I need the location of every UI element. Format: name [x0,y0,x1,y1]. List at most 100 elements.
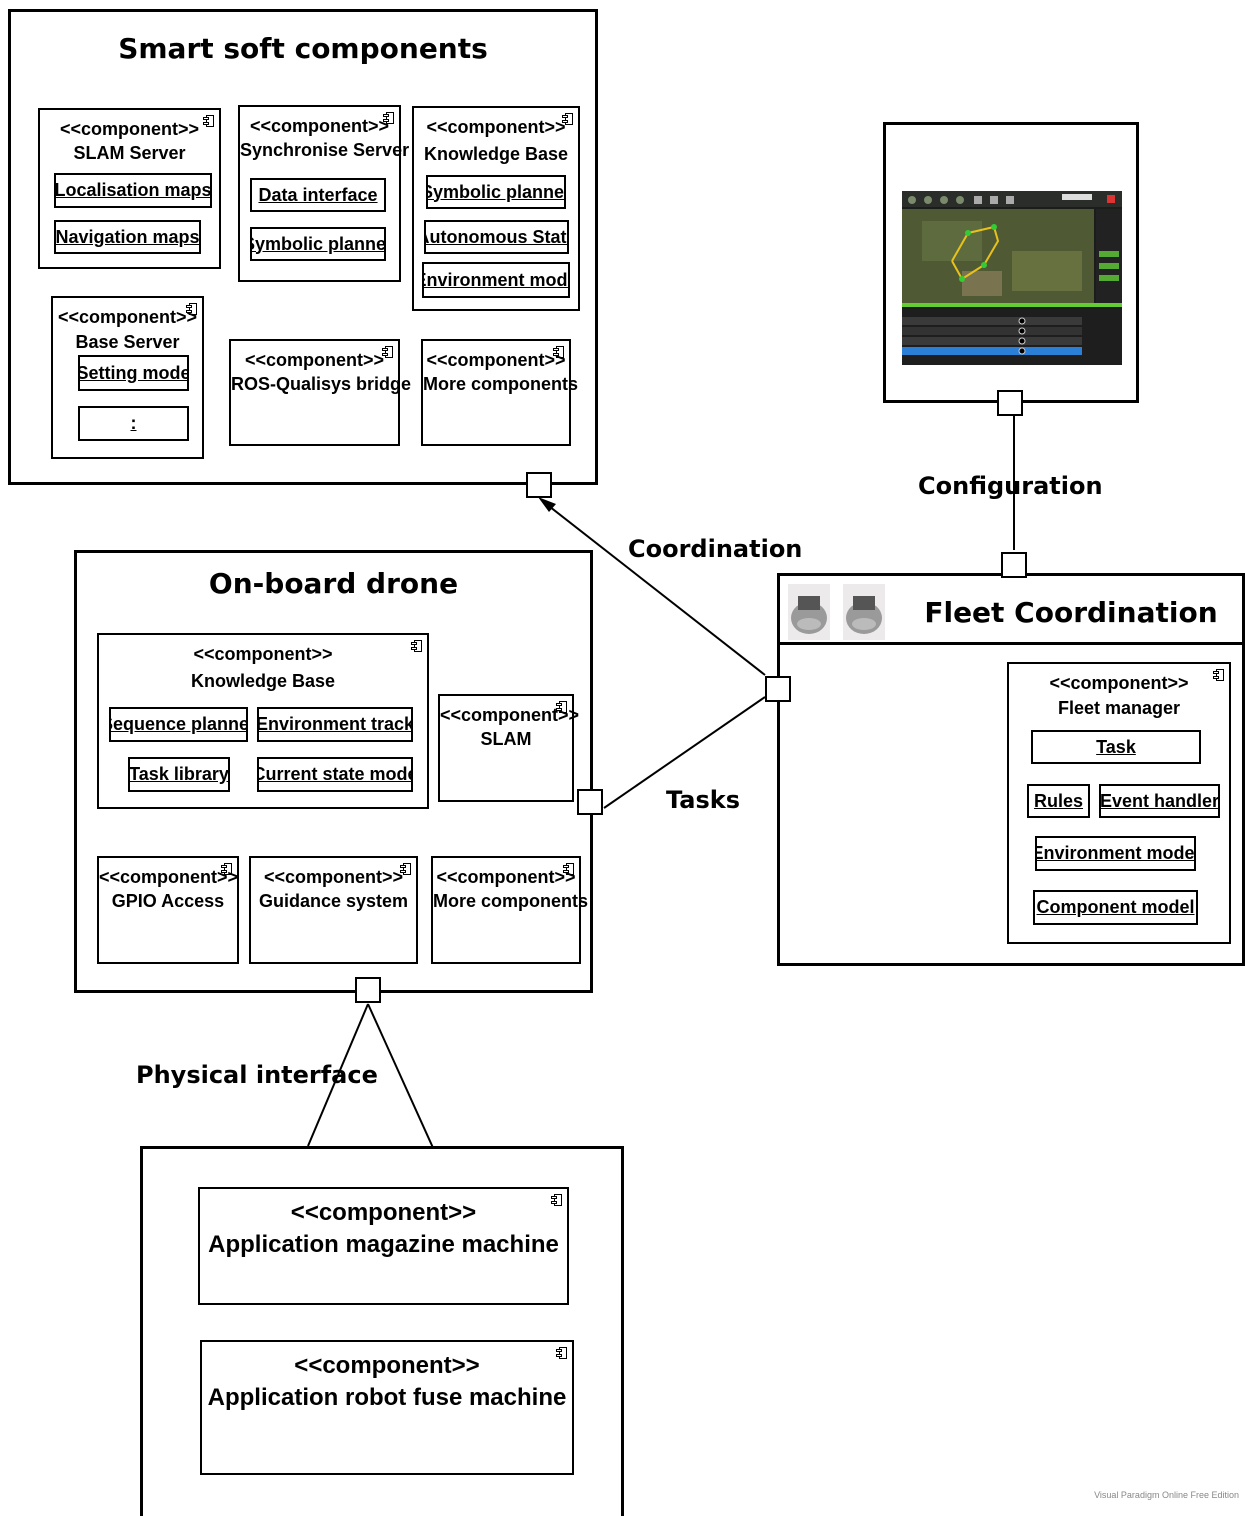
configuration-top-port[interactable] [997,390,1023,416]
component-name: More components [433,891,589,911]
component-icon [556,1347,567,1359]
fleet-configuration-port[interactable] [1001,552,1027,578]
symbolic-planner-part[interactable]: Symbolic planner [250,227,386,261]
localisation-maps-part[interactable]: Localisation maps [54,173,212,208]
component-stereotype: <<component>> [436,867,576,887]
smart-soft-port[interactable] [526,472,552,498]
physical-line-right [367,1003,435,1151]
component-icon [551,1194,562,1206]
fleet-coordination-package: Fleet Coordination <<component>> Fleet m… [777,573,1245,966]
component-name: GPIO Access [111,891,225,911]
tasks-label: Tasks [666,786,741,814]
tasks-line [603,696,766,809]
component-name: More components [423,374,579,394]
component-icon [382,346,393,358]
component-icon [400,863,411,875]
onboard-slam-component[interactable]: <<component>> SLAM [438,694,580,802]
watermark: Visual Paradigm Online Free Edition [1094,1490,1239,1500]
sequence-planner-part[interactable]: Sequence planner [109,707,248,742]
coordination-line [544,502,766,676]
component-name: Application magazine machine [208,1231,559,1258]
component-icon [563,863,574,875]
coordination-label: Coordination [628,535,803,563]
component-icon [203,115,214,127]
ground-station-map [902,191,1122,365]
onboard-tasks-port[interactable] [577,789,603,815]
component-stereotype: <<component>> [426,350,566,370]
component-icon [221,863,232,875]
environment-mode-part[interactable]: Environment mode [422,262,570,298]
component-name: Guidance system [258,891,409,911]
onboard-drone-package: On-board drone <<component>> Knowledge B… [74,550,593,993]
component-icon [556,701,567,713]
onboard-drone-title: On-board drone [208,567,459,600]
current-state-mode-part[interactable]: Current state mode [257,757,413,792]
component-stereotype: <<component>> [290,1199,477,1226]
slam-server-component[interactable]: <<component>> SLAM Server Localisation m… [38,108,221,269]
component-name: Knowledge Base [190,671,336,691]
environment-model-part[interactable]: Environment model [1035,836,1196,871]
onboard-knowledge-base-component[interactable]: <<component>> Knowledge Base Sequence pl… [97,633,429,809]
component-stereotype: <<component>> [57,307,198,327]
component-icon [186,303,197,315]
coordination-arrowhead [538,497,556,512]
rules-part[interactable]: Rules [1027,784,1090,818]
component-icon [1213,669,1224,681]
component-icon [553,346,564,358]
robot-icon [843,584,885,640]
more-parts-placeholder[interactable]: : [78,406,189,441]
component-icon [383,112,394,124]
more-components-component[interactable]: <<component>> More components [421,339,579,446]
application-robot-fuse-machine-component[interactable]: <<component>> Application robot fuse mac… [200,1340,574,1475]
smart-soft-title: Smart soft components [118,32,488,65]
component-name: Synchronise Server [240,140,410,160]
component-stereotype: <<component>> [244,350,385,370]
onboard-physical-port[interactable] [355,977,381,1003]
fleet-coordination-port[interactable] [765,676,791,702]
guidance-system-component[interactable]: <<component>> Guidance system [249,856,418,964]
symbolic-planner-part[interactable]: Symbolic planner [426,175,566,209]
physical-line-left [307,1003,369,1147]
component-stereotype: <<component>> [1049,673,1189,693]
component-name: SLAM Server [73,143,186,163]
component-stereotype: <<component>> [193,644,333,664]
application-magazine-machine-component[interactable]: <<component>> Application magazine machi… [198,1187,569,1305]
component-name: Base Server [75,332,180,352]
task-library-part[interactable]: Task library [128,757,230,792]
robot-icon [788,584,830,640]
component-icon [411,640,422,652]
component-stereotype: <<component>> [426,117,566,137]
onboard-more-components-component[interactable]: <<component>> More components [431,856,589,964]
component-stereotype: <<component>> [249,116,390,136]
configuration-label: Configuration [918,472,1103,500]
autonomous-state-part[interactable]: Autonomous State [424,220,569,254]
fleet-header-divider [780,642,1242,645]
applications-package: <<component>> Application magazine machi… [140,1146,624,1516]
component-stereotype: <<component>> [294,1352,480,1379]
component-icon [562,113,573,125]
component-stereotype: <<component>> [263,867,404,887]
ros-qualisys-bridge-component[interactable]: <<component>> ROS-Qualisys bridge [229,339,411,446]
component-name: SLAM [480,729,532,749]
fleet-manager-component[interactable]: <<component>> Fleet manager Task Rules E… [1007,662,1231,944]
data-interface-part[interactable]: Data interface [250,178,386,212]
synchronise-server-component[interactable]: <<component>> Synchronise Server Data in… [238,105,410,282]
setting-mode-part[interactable]: Setting mode [78,355,189,391]
base-server-component[interactable]: <<component>> Base Server Setting mode : [51,296,204,459]
physical-interface-label: Physical interface [136,1061,378,1089]
knowledge-base-component[interactable]: <<component>> Knowledge Base Symbolic pl… [412,106,580,311]
navigation-maps-part[interactable]: Navigation maps [54,220,201,254]
component-stereotype: <<component>> [99,867,239,887]
fleet-coordination-title: Fleet Coordination [924,596,1218,629]
ground-station-screenshot [902,191,1122,365]
task-part[interactable]: Task [1031,730,1201,764]
component-stereotype: <<component>> [59,119,200,139]
environment-track-part[interactable]: Environment track [257,707,413,742]
component-name: Application robot fuse machine [207,1384,567,1411]
component-model-part[interactable]: Component model [1033,890,1198,925]
event-handler-part[interactable]: Event handler [1099,784,1220,818]
component-stereotype: <<component>> [440,705,580,725]
gpio-access-component[interactable]: <<component>> GPIO Access [97,856,239,964]
smart-soft-components-package: Smart soft components <<component>> SLAM… [8,9,598,485]
